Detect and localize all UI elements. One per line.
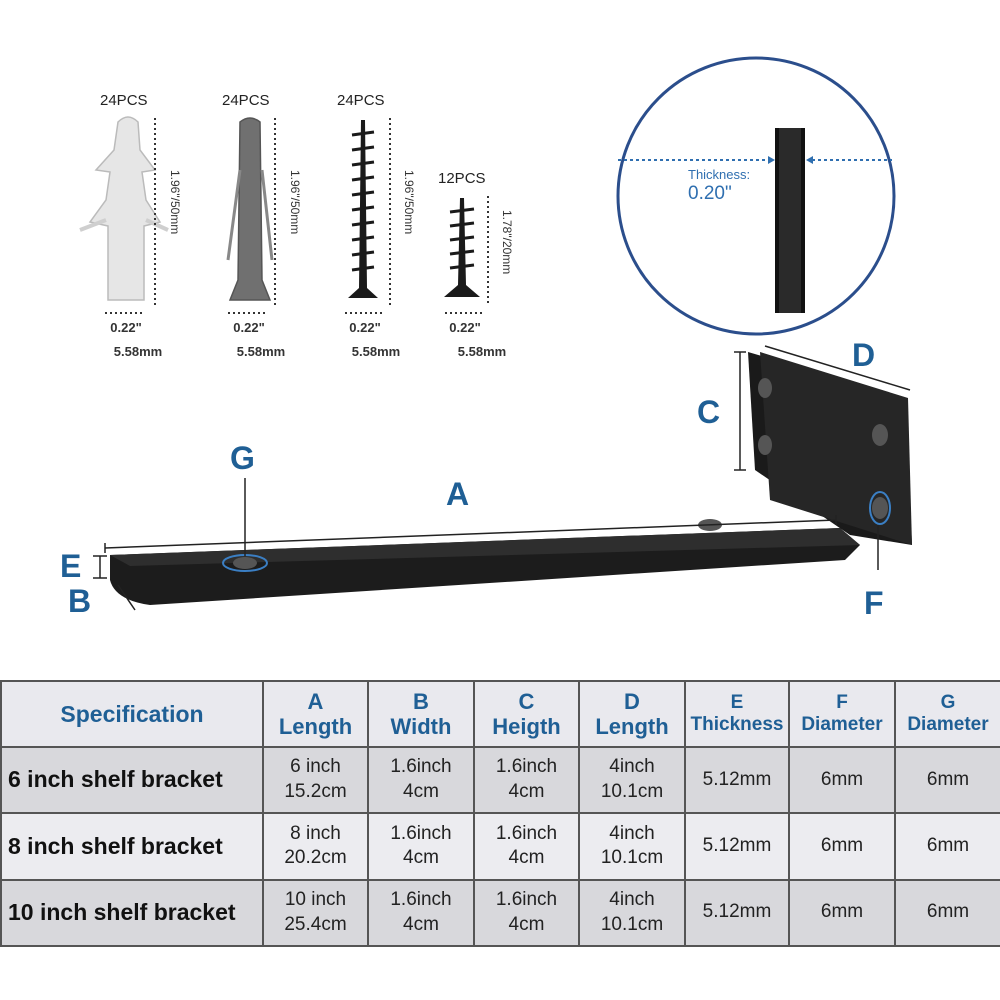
illustration-canvas	[79, 56, 912, 611]
width-inch-label: 0.22"	[449, 320, 481, 335]
length-label: 1.96"/50mm	[168, 170, 182, 235]
gray-anchor-icon	[226, 117, 274, 301]
table-cell: 5.12mm	[684, 878, 790, 948]
width-inch-label: 0.22"	[233, 320, 265, 335]
length-label: 1.96"/50mm	[402, 170, 416, 235]
table-cell: 6mm	[894, 812, 1000, 881]
width-inch-label: 0.22"	[110, 320, 142, 335]
width-mm-label: 5.58mm	[351, 344, 401, 359]
length-label: 1.96"/50mm	[288, 170, 302, 235]
table-cell: 6mm	[894, 745, 1000, 815]
width-mm-label: 5.58mm	[113, 344, 163, 359]
dimension-letter-b: B	[68, 583, 92, 619]
table-cell: 6mm	[894, 878, 1000, 948]
qty-label: 12PCS	[438, 170, 486, 187]
shelf-bracket-icon	[110, 352, 912, 605]
long-screw-icon	[348, 120, 378, 298]
thickness-zoom-icon	[616, 56, 896, 336]
dimension-letter-g: G	[230, 440, 255, 476]
dimension-letter-c: C	[697, 394, 721, 430]
length-label: 1.78"/20mm	[500, 210, 514, 275]
plastic-anchor-icon	[79, 116, 169, 301]
table-cell: 6mm	[788, 812, 896, 881]
row-name: 8 inch shelf bracket	[0, 812, 264, 881]
row-name: 6 inch shelf bracket	[0, 745, 264, 815]
qty-label: 24PCS	[222, 92, 270, 109]
table-cell: 6mm	[788, 745, 896, 815]
dimension-letter-e: E	[60, 548, 82, 584]
thickness-value: 0.20"	[688, 183, 732, 204]
table-cell: 6mm	[788, 878, 896, 948]
dimension-letter-f: F	[864, 585, 884, 621]
width-mm-label: 5.58mm	[236, 344, 286, 359]
short-screw-icon	[444, 198, 480, 297]
dimension-letter-d: D	[852, 337, 876, 373]
qty-label: 24PCS	[337, 92, 385, 109]
qty-label: 24PCS	[100, 92, 148, 109]
dimension-letter-a: A	[446, 476, 470, 512]
width-mm-label: 5.58mm	[457, 344, 507, 359]
table-cell: 5.12mm	[684, 812, 790, 881]
width-inch-label: 0.22"	[349, 320, 381, 335]
table-cell: 5.12mm	[684, 745, 790, 815]
row-name: 10 inch shelf bracket	[0, 878, 264, 948]
thickness-label: Thickness:	[688, 167, 751, 182]
table-title: Specification	[0, 680, 264, 748]
